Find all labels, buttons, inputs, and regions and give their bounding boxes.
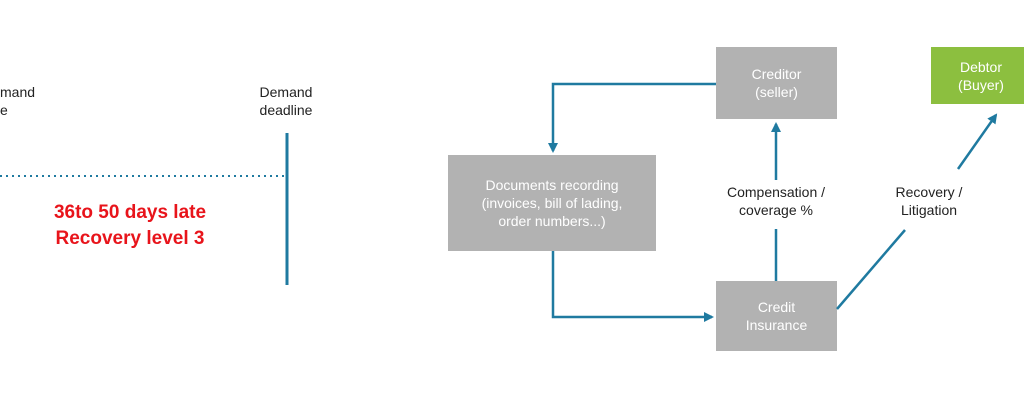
arrow-insurance-to-debtor-lower bbox=[836, 229, 906, 310]
debtor-box-bg bbox=[931, 47, 1024, 104]
debtor-box: Debtor (Buyer) bbox=[958, 58, 1004, 93]
documents-box: Documents recording (invoices, bill of l… bbox=[481, 177, 623, 229]
arrow-documents-to-insurance bbox=[551, 251, 714, 322]
deadline-label: Demand deadline bbox=[259, 84, 313, 118]
arrow-insurance-to-debtor-upper bbox=[956, 113, 998, 170]
arrow-creditor-to-documents bbox=[548, 82, 716, 153]
late-recovery-text: 36to 50 days late Recovery level 3 bbox=[53, 202, 207, 249]
compensation-label: Compensation / coverage % bbox=[726, 184, 826, 218]
recovery-label: Recovery / Litigation bbox=[895, 184, 963, 218]
documents-box-bg bbox=[448, 155, 656, 251]
creditor-box: Creditor (seller) bbox=[751, 66, 802, 100]
insurance-box: Credit Insurance bbox=[745, 299, 808, 333]
insurance-box-bg bbox=[716, 281, 837, 351]
left-demand-label: mand e bbox=[0, 84, 36, 118]
creditor-box-bg bbox=[716, 47, 837, 119]
